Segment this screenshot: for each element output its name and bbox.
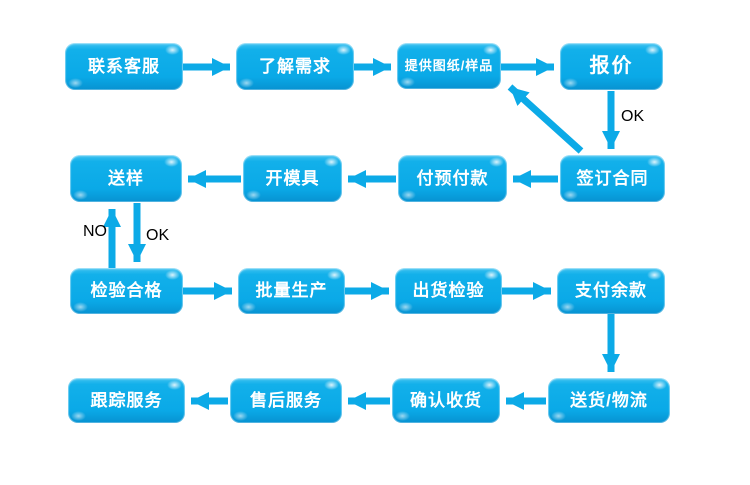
node-contact-customer-service: 联系客服: [65, 43, 183, 90]
node-provide-drawings-samples: 提供图纸/样品: [397, 43, 501, 89]
node-pay-advance-payment: 付预付款: [398, 155, 507, 202]
node-tracking-service: 跟踪服务: [68, 378, 185, 423]
node-understand-requirements: 了解需求: [236, 43, 354, 90]
node-mass-production: 批量生产: [238, 268, 345, 314]
node-confirm-receipt: 确认收货: [392, 378, 500, 423]
node-delivery-logistics: 送货/物流: [548, 378, 670, 423]
node-send-sample: 送样: [70, 155, 182, 202]
edge-label-quote-ok: OK: [621, 108, 645, 125]
node-after-sales-service: 售后服务: [230, 378, 342, 423]
node-pay-balance: 支付余款: [557, 268, 665, 314]
node-quotation: 报价: [560, 43, 663, 90]
node-open-mold: 开模具: [243, 155, 342, 202]
node-sign-contract: 签订合同: [560, 155, 665, 202]
node-inspection-passed: 检验合格: [70, 268, 183, 314]
edge-label-sample-no: NO: [83, 223, 107, 240]
node-shipping-inspection: 出货检验: [395, 268, 502, 314]
edge-label-sample-ok: OK: [146, 227, 170, 244]
arrow-contract-to-drawings: [507, 84, 584, 154]
